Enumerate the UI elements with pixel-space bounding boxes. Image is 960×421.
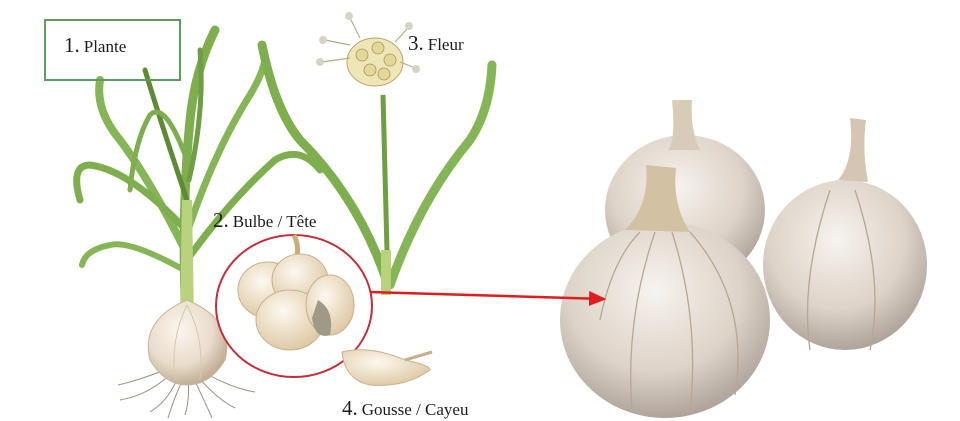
clove-illustration [342,350,432,386]
label-fleur-number: 3. [408,31,424,55]
label-bulbe-text: Bulbe / Tête [233,212,317,231]
label-plante: 1. Plante [64,35,126,56]
label-fleur: 3. Fleur [408,33,464,54]
label-plante-number: 1. [64,33,80,57]
label-gousse-number: 4. [342,396,358,420]
label-plante-text: Plante [84,37,127,56]
label-gousse-text: Gousse / Cayeu [362,400,469,419]
garlic-photo [560,100,927,418]
label-bulbe-number: 2. [213,208,229,232]
label-bulbe: 2. Bulbe / Tête [213,210,316,231]
label-gousse: 4. Gousse / Cayeu [342,398,468,419]
label-fleur-text: Fleur [428,35,464,54]
